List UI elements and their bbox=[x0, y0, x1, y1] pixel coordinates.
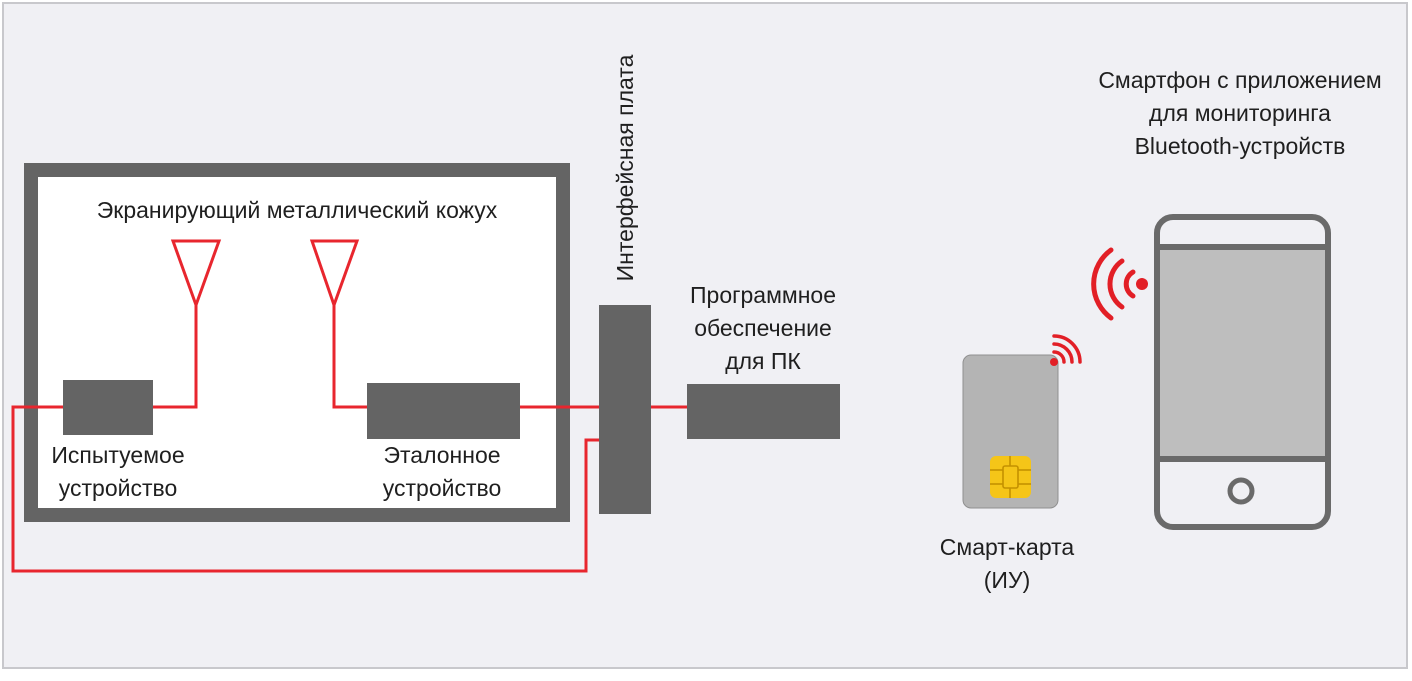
dut-antenna-wire bbox=[152, 305, 198, 409]
card-label-line1: Смарт-карта bbox=[940, 534, 1075, 560]
ref-antenna-icon bbox=[309, 239, 360, 310]
software-label-line1: Программное bbox=[690, 282, 836, 308]
dut-label-line1: Испытуемое bbox=[51, 442, 184, 468]
dut-antenna-icon bbox=[170, 239, 222, 310]
dut-label-line2: устройство bbox=[59, 475, 178, 501]
phone-label-line2: для мониторинга bbox=[1149, 100, 1331, 126]
shield-title: Экранирующий металлический кожух bbox=[97, 197, 498, 223]
ref-label-line2: устройство bbox=[383, 475, 502, 501]
phone-signal-icon bbox=[1091, 247, 1148, 321]
software-label-line2: обеспечение bbox=[694, 315, 832, 341]
phone-label-line1: Смартфон с приложением bbox=[1098, 67, 1381, 93]
phone-label-line3: Bluetooth-устройств bbox=[1135, 133, 1346, 159]
smart-card bbox=[962, 354, 1059, 509]
sim-chip-icon bbox=[990, 456, 1031, 498]
card-label-line2: (ИУ) bbox=[984, 567, 1030, 593]
pc-software-block bbox=[687, 384, 840, 439]
ref-label-line1: Эталонное bbox=[383, 442, 500, 468]
reference-device bbox=[367, 383, 520, 439]
interface-board bbox=[599, 305, 651, 514]
card-signal-icon bbox=[1050, 334, 1082, 366]
wiring bbox=[11, 305, 688, 573]
dut-return-wire bbox=[11, 405, 600, 573]
smartphone bbox=[1154, 214, 1331, 530]
shielding-enclosure bbox=[24, 163, 570, 522]
software-label-line3: для ПК bbox=[725, 348, 801, 374]
device-under-test bbox=[63, 380, 153, 435]
interface-board-label: Интерфейсная плата bbox=[612, 54, 638, 281]
phone-screen bbox=[1160, 247, 1325, 459]
ref-antenna-wire bbox=[332, 305, 368, 409]
home-button-icon bbox=[1227, 477, 1255, 505]
